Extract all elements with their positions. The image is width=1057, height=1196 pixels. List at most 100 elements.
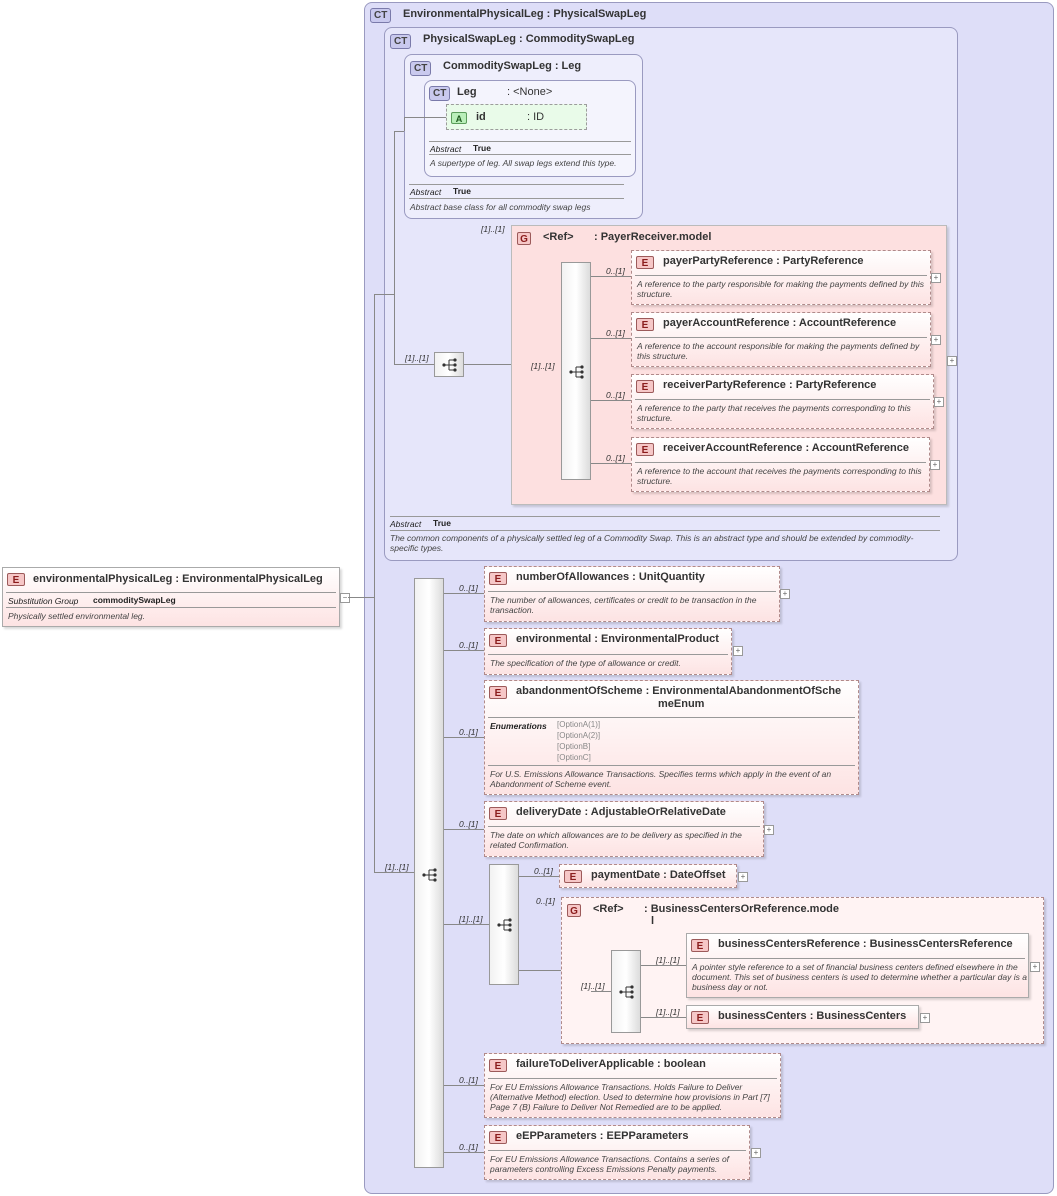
element-title: paymentDate : DateOffset — [591, 869, 726, 881]
attribute-icon: A — [451, 112, 467, 124]
element-receiver-party-reference[interactable]: E receiverPartyReference : PartyReferenc… — [631, 374, 934, 429]
cardinality: 0..[1] — [459, 727, 478, 737]
element-description: The date on which allowances are to be d… — [490, 830, 742, 850]
element-title: businessCenters : BusinessCenters — [718, 1010, 907, 1022]
ct-commodity-title: CommoditySwapLeg : Leg — [443, 60, 582, 72]
group-ref: <Ref> — [593, 903, 624, 915]
ct-leg-description: A supertype of leg. All swap legs extend… — [430, 158, 617, 168]
cardinality: [1]..[1] — [656, 1007, 680, 1017]
cardinality: 0..[1] — [459, 1142, 478, 1152]
substitution-group-value: commoditySwapLeg — [93, 595, 176, 605]
ct-physical-title: PhysicalSwapLeg : CommoditySwapLeg — [423, 33, 635, 45]
ct-physical-description: The common components of a physically se… — [390, 533, 914, 553]
expand-icon[interactable]: + — [930, 460, 940, 470]
cardinality: 0..[1] — [459, 1075, 478, 1085]
element-payer-party-reference[interactable]: E payerPartyReference : PartyReference A… — [631, 250, 931, 305]
element-description: A reference to the party that receives t… — [637, 403, 911, 423]
complex-type-icon: CT — [390, 34, 412, 49]
element-business-centers[interactable]: E businessCenters : BusinessCenters — [686, 1005, 919, 1029]
collapse-icon[interactable]: − — [340, 593, 350, 603]
sequence-compositor[interactable] — [489, 864, 519, 985]
sequence-compositor[interactable] — [611, 950, 641, 1033]
element-description: For EU Emissions Allowance Transactions.… — [490, 1154, 730, 1174]
element-title: environmental : EnvironmentalProduct — [516, 633, 719, 645]
expand-icon[interactable]: + — [751, 1148, 761, 1158]
root-title: environmentalPhysicalLeg : Environmental… — [33, 573, 323, 585]
element-abandonment-of-scheme[interactable]: E abandonmentOfScheme : EnvironmentalAba… — [484, 680, 859, 795]
element-receiver-account-reference[interactable]: E receiverAccountReference : AccountRefe… — [631, 437, 930, 492]
cardinality: 0..[1] — [606, 328, 625, 338]
element-failure-to-deliver-applicable[interactable]: E failureToDeliverApplicable : boolean F… — [484, 1053, 781, 1118]
expand-icon[interactable]: + — [733, 646, 743, 656]
element-title: businessCentersReference : BusinessCente… — [718, 938, 1013, 950]
element-description: A reference to the party responsible for… — [637, 279, 924, 299]
element-icon: E — [489, 807, 507, 820]
element-icon: E — [7, 573, 25, 586]
element-title: deliveryDate : AdjustableOrRelativeDate — [516, 806, 726, 818]
expand-icon[interactable]: + — [764, 825, 774, 835]
attribute-id[interactable]: A id : ID — [446, 104, 587, 130]
ct-leg-type: : <None> — [507, 86, 553, 98]
sequence-compositor[interactable] — [414, 578, 444, 1168]
expand-icon[interactable]: + — [738, 872, 748, 882]
expand-icon[interactable]: + — [1030, 962, 1040, 972]
cardinality: [1]..[1] — [385, 862, 409, 872]
root-element[interactable]: E environmentalPhysicalLeg : Environment… — [2, 567, 340, 627]
expand-icon[interactable]: + — [920, 1013, 930, 1023]
attribute-id-name: id — [476, 111, 486, 123]
element-icon: E — [691, 1011, 709, 1024]
cardinality: 0..[1] — [459, 819, 478, 829]
expand-icon[interactable]: + — [931, 335, 941, 345]
element-environmental[interactable]: E environmental : EnvironmentalProduct T… — [484, 628, 732, 675]
cardinality: 0..[1] — [606, 390, 625, 400]
cardinality: 0..[1] — [536, 896, 555, 906]
cardinality: [1]..[1] — [405, 353, 429, 363]
abstract-label: Abstract — [430, 144, 462, 154]
element-description: A reference to the account responsible f… — [637, 341, 920, 361]
element-title-continued: meEnum — [658, 698, 705, 710]
element-description: The number of allowances, certificates o… — [490, 595, 757, 615]
element-payment-date[interactable]: E paymentDate : DateOffset — [559, 864, 737, 888]
element-icon: E — [636, 380, 654, 393]
element-description: For EU Emissions Allowance Transactions.… — [490, 1082, 770, 1112]
sequence-compositor[interactable] — [434, 352, 464, 377]
cardinality: [1]..[1] — [459, 914, 483, 924]
cardinality: [1]..[1] — [481, 224, 505, 234]
expand-icon[interactable]: + — [934, 397, 944, 407]
cardinality: 0..[1] — [606, 453, 625, 463]
expand-icon[interactable]: + — [947, 356, 957, 366]
element-business-centers-reference[interactable]: E businessCentersReference : BusinessCen… — [686, 933, 1029, 998]
element-icon: E — [636, 256, 654, 269]
element-icon: E — [636, 443, 654, 456]
abstract-value: True — [453, 186, 471, 196]
enum-option: [OptionA(1)] — [557, 720, 601, 729]
complex-type-icon: CT — [370, 8, 392, 23]
enum-option: [OptionC] — [557, 753, 591, 762]
element-payer-account-reference[interactable]: E payerAccountReference : AccountReferen… — [631, 312, 931, 367]
element-description: For U.S. Emissions Allowance Transaction… — [490, 769, 832, 789]
element-icon: E — [489, 572, 507, 585]
cardinality: 0..[1] — [459, 583, 478, 593]
group-icon: G — [517, 232, 531, 245]
element-number-of-allowances[interactable]: E numberOfAllowances : UnitQuantity The … — [484, 566, 780, 622]
attribute-id-type: : ID — [527, 111, 545, 123]
element-eep-parameters[interactable]: E eEPParameters : EEPParameters For EU E… — [484, 1125, 750, 1180]
element-title: payerAccountReference : AccountReference — [663, 317, 897, 329]
group-type: : PayerReceiver.model — [594, 231, 712, 243]
element-title: failureToDeliverApplicable : boolean — [516, 1058, 706, 1070]
element-description: A pointer style reference to a set of fi… — [692, 962, 1027, 992]
element-icon: E — [691, 939, 709, 952]
sequence-icon — [442, 358, 457, 372]
abstract-label: Abstract — [390, 519, 422, 529]
sequence-compositor[interactable] — [561, 262, 591, 480]
expand-icon[interactable]: + — [780, 589, 790, 599]
element-description: The specification of the type of allowan… — [490, 658, 681, 668]
element-title: eEPParameters : EEPParameters — [516, 1130, 689, 1142]
element-icon: E — [636, 318, 654, 331]
abstract-value: True — [433, 518, 451, 528]
sequence-icon — [619, 985, 634, 999]
expand-icon[interactable]: + — [931, 273, 941, 283]
cardinality: [1]..[1] — [581, 981, 605, 991]
element-delivery-date[interactable]: E deliveryDate : AdjustableOrRelativeDat… — [484, 801, 764, 857]
element-icon: E — [489, 634, 507, 647]
